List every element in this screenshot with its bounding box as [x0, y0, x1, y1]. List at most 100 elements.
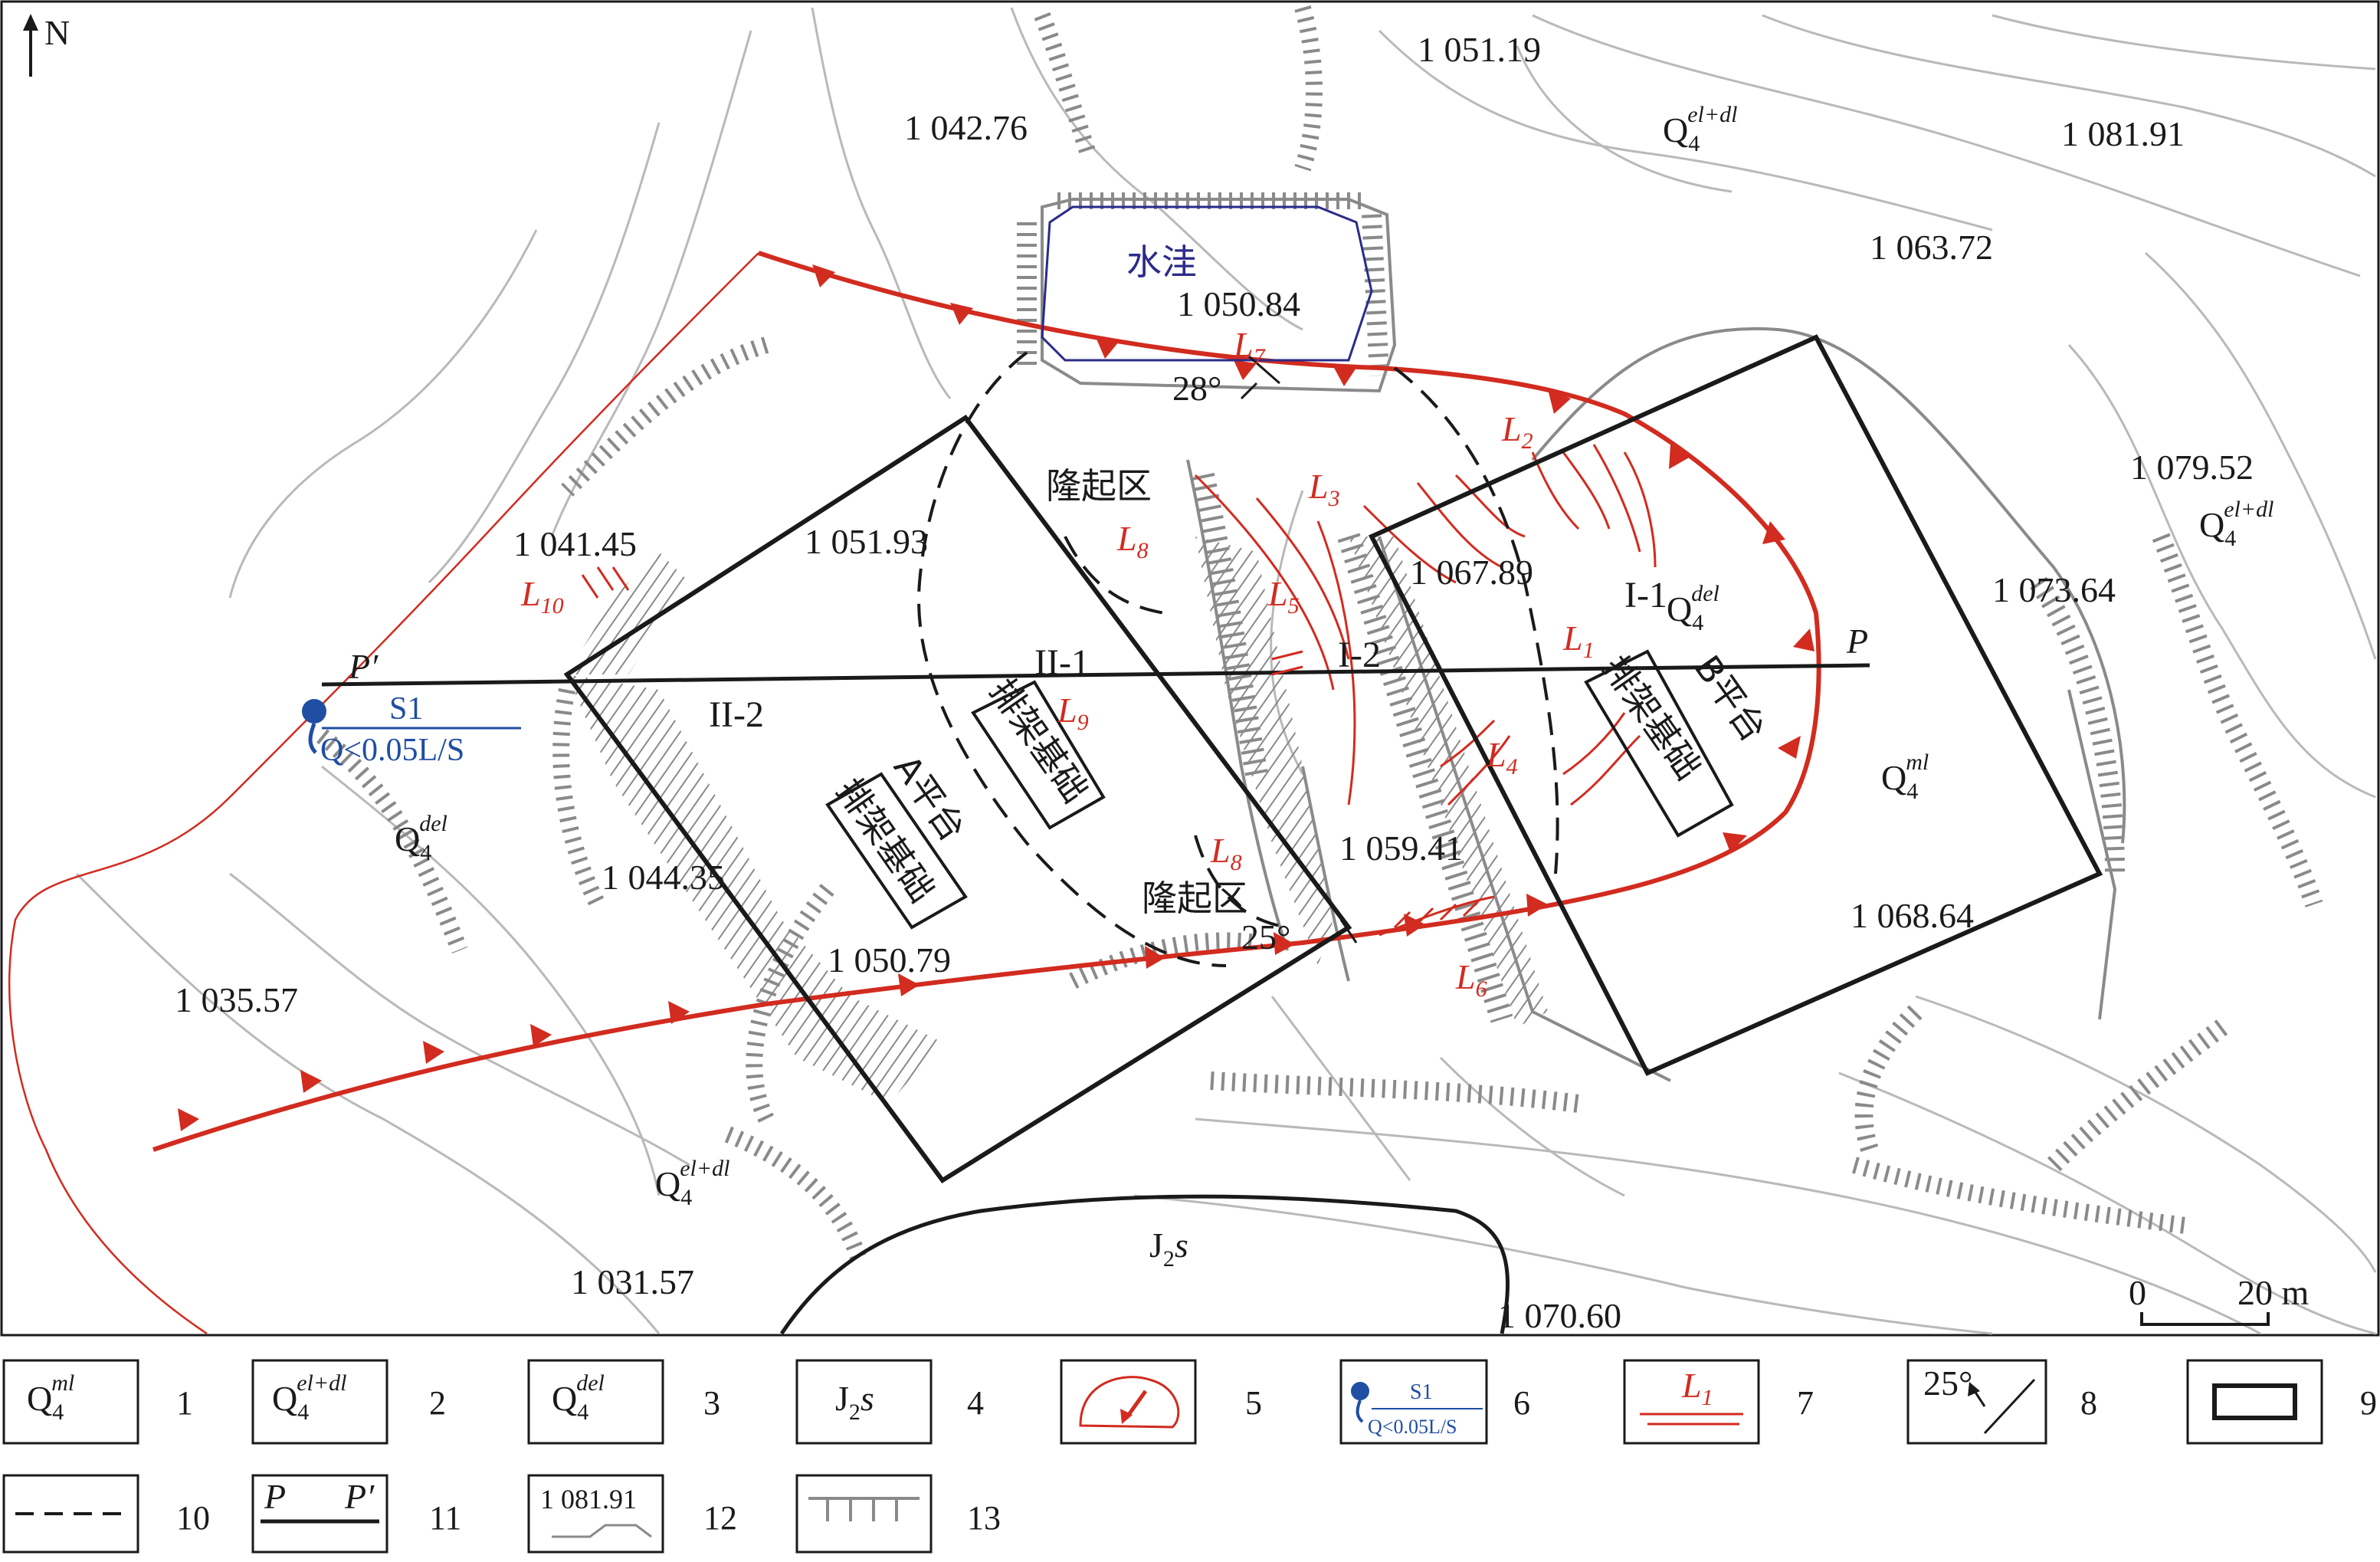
legend-number: 4: [967, 1384, 984, 1422]
zone-label: II-2: [709, 694, 764, 735]
spring-icon: [1351, 1382, 1483, 1423]
elevation-label: 1 041.45: [513, 524, 637, 563]
elevation-label: 1 063.72: [1870, 228, 1993, 267]
legend-box: [1623, 1359, 1760, 1445]
elevation-label: 1 051.93: [805, 522, 928, 561]
crack-label: L7: [1233, 325, 1267, 369]
elevation-label: 1 044.35: [602, 858, 725, 897]
stratum-label: Q4el+dl: [655, 1156, 729, 1210]
legend-number: 2: [429, 1384, 446, 1422]
scale-length: 20 m: [2237, 1273, 2310, 1312]
scale-bar: 0 20 m: [2129, 1273, 2310, 1326]
stratum-label: Q4el+dl: [2199, 497, 2273, 551]
scarp-lines: [316, 5, 2323, 1260]
zone-label: II-1: [1034, 642, 1090, 683]
elevation-label: 1 081.91: [2061, 114, 2185, 153]
dip-label: 28°: [1172, 369, 1221, 408]
dashed-boundaries: [917, 351, 1559, 967]
strata-labels: Q4el+dl Q4el+dl Q4el+dl Q4del Q4del Q4ml…: [395, 102, 2273, 1272]
elevation-label: 1 070.60: [1498, 1296, 1621, 1335]
profile-end-label: P: [1846, 622, 1868, 661]
contour-icon: [552, 1524, 652, 1538]
landslide-boundary-icon: [1079, 1376, 1180, 1429]
profile-line: [321, 663, 1870, 687]
legend-number: 1: [176, 1384, 193, 1422]
landslide-boundary: [152, 251, 1821, 1152]
slope-hatch: [567, 537, 1548, 1104]
profile-start-label: P′: [348, 647, 379, 686]
legend-label: Q4del: [552, 1370, 605, 1425]
legend-profile-left: P: [264, 1477, 286, 1516]
legend-number: 10: [176, 1499, 210, 1537]
crack-label: L10: [520, 574, 564, 619]
legend-box: [1906, 1359, 2047, 1445]
uplift-label: 隆起区: [1046, 465, 1152, 507]
elevation-label: 1 035.57: [175, 980, 298, 1019]
crack-labels: L7 L2 L3 L8 L5 L10 L1 L9 L4 L8 L6: [520, 325, 1595, 1002]
legend-box: [251, 1474, 388, 1554]
legend-label: Q4ml: [27, 1370, 74, 1425]
formation-boundary: [779, 1194, 1510, 1335]
crack-label: L8: [1210, 831, 1242, 875]
legend-box: [527, 1474, 664, 1554]
spring-flow: Q<0.05L/S: [320, 733, 464, 768]
crack-label: L6: [1455, 957, 1487, 1002]
legend-number: 8: [2080, 1384, 2097, 1422]
legend-spring-name: S1: [1410, 1380, 1433, 1404]
legend-number: 12: [703, 1499, 737, 1537]
legend-box: [251, 1359, 388, 1445]
foundation-frames: [563, 334, 2103, 1184]
foundation-small-boxes: [825, 649, 1734, 930]
zone-labels: II-1 I-2 II-2 I-1: [709, 575, 1667, 735]
pond-outline: [1041, 205, 1373, 362]
legend-box: [795, 1474, 933, 1554]
crack-label: L9: [1057, 691, 1089, 735]
platform-label: B平台: [1687, 648, 1775, 749]
crack-icon: [1640, 1413, 1743, 1426]
scarp-icon: [808, 1497, 920, 1521]
legend-box: [795, 1359, 933, 1445]
legend-spring-flow: Q<0.05L/S: [1368, 1416, 1457, 1438]
elevation-label: 1 079.52: [2130, 448, 2254, 487]
elevation-label: 1 042.76: [904, 108, 1028, 147]
north-arrow-icon: [23, 14, 38, 77]
scale-zero: 0: [2129, 1273, 2146, 1312]
legend-number: 13: [967, 1499, 1001, 1537]
elevation-label: 1 031.57: [571, 1262, 694, 1301]
legend-box: [1060, 1359, 1197, 1445]
legend-profile-right: P′: [344, 1477, 375, 1516]
elevation-label: 1 050.84: [1177, 284, 1300, 323]
stratum-label: Q4del: [395, 811, 447, 865]
crack-label: L5: [1267, 574, 1300, 619]
legend-crack-label: L1: [1681, 1366, 1713, 1410]
elevation-label: 1 050.79: [828, 940, 951, 980]
legend-box: [527, 1359, 664, 1445]
crack-label: L8: [1116, 519, 1149, 563]
crack-label: L3: [1308, 467, 1340, 511]
spring-name: S1: [389, 691, 423, 727]
stratum-label: Q4del: [1667, 581, 1719, 635]
legend-contour-label: 1 081.91: [540, 1484, 637, 1514]
map-frame: [0, 0, 2380, 1337]
landslide-edge-west: [8, 252, 759, 1335]
crack-label: L1: [1562, 619, 1595, 663]
landslide-boundary-teeth: [178, 264, 1815, 1131]
elevation-label: 1 051.19: [1418, 30, 1541, 69]
elevation-label: 1 068.64: [1851, 896, 1974, 935]
elevation-label: 1 073.64: [1992, 570, 2116, 609]
crack-label: L2: [1501, 409, 1533, 454]
elevation-label: 1 059.41: [1339, 829, 1463, 868]
stratum-label: J2s: [1149, 1226, 1188, 1272]
legend-label: Q4el+dl: [272, 1370, 346, 1425]
legend-number: 9: [2360, 1384, 2377, 1422]
pond-label: 水洼: [1126, 241, 1197, 283]
legend-number: 5: [1245, 1384, 1262, 1422]
legend-box: [2, 1359, 139, 1445]
legend-box: [2186, 1359, 2323, 1445]
elevation-labels: 1 051.19 1 042.76 1 081.91 1 063.72 1 05…: [175, 30, 2254, 1335]
stratum-label: Q4el+dl: [1663, 102, 1737, 156]
legend-label: J2s: [835, 1379, 874, 1425]
foundation-box-icon: [2212, 1383, 2297, 1420]
dip-label: 25°: [1241, 917, 1290, 957]
